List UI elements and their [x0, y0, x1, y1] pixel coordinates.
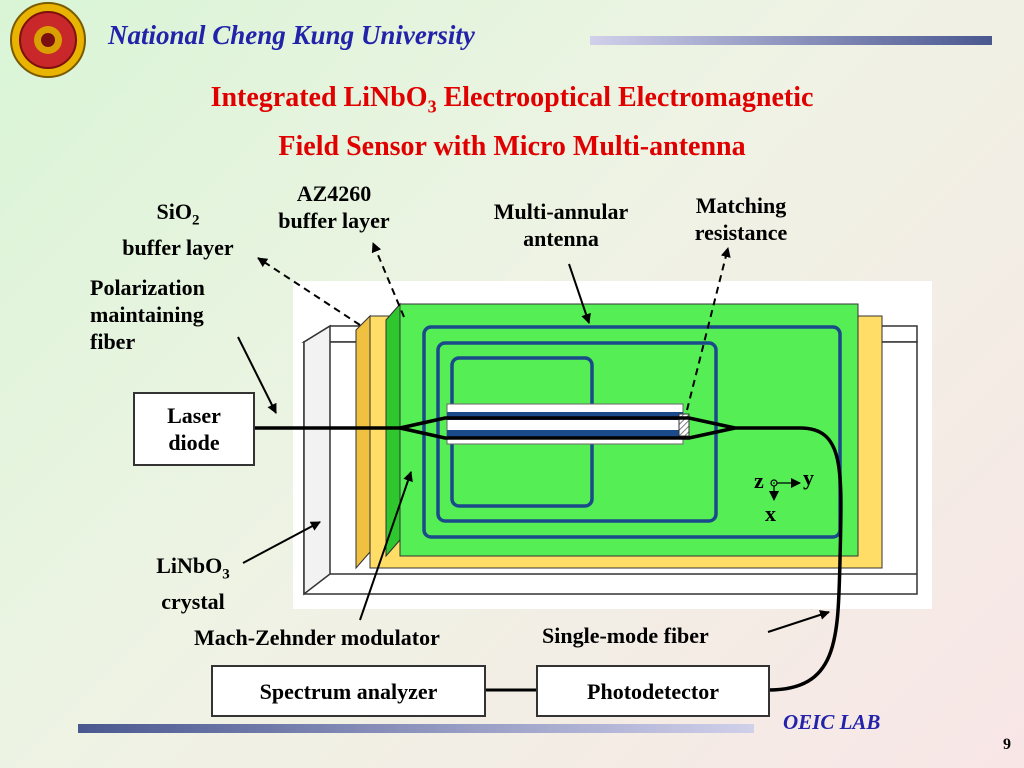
az-layer-side [385, 302, 401, 558]
pointer-arrows [237, 242, 830, 633]
linbo3-label: LiNbO3 crystal [156, 553, 230, 615]
mach-zehnder-label: Mach-Zehnder modulator [194, 625, 440, 650]
matching-resistor [678, 413, 690, 437]
coordinate-axes [769, 478, 801, 501]
axis-x-label: x [765, 501, 776, 526]
sio2-layer-side [355, 314, 371, 570]
single-mode-fiber [735, 426, 843, 692]
lab-name: OEIC LAB [783, 710, 881, 734]
header-bar [590, 36, 992, 45]
spectrum-analyzer-box: Spectrum analyzer [211, 665, 486, 717]
footer-bar [78, 724, 754, 733]
page-number: 9 [1003, 736, 1011, 753]
sio2-label: SiO2 buffer layer [122, 199, 234, 261]
photodetector-box: Photodetector [536, 665, 770, 717]
mach-zehnder-waveguide [255, 416, 736, 440]
axis-y-label: y [803, 465, 814, 490]
single-mode-fiber-label: Single-mode fiber [542, 623, 709, 648]
crystal-side-face [303, 324, 331, 596]
university-name: National Cheng Kung University [108, 20, 475, 50]
slide-title: Integrated LiNbO3 Electrooptical Electro… [210, 82, 814, 162]
axis-z-label: z [754, 468, 764, 493]
